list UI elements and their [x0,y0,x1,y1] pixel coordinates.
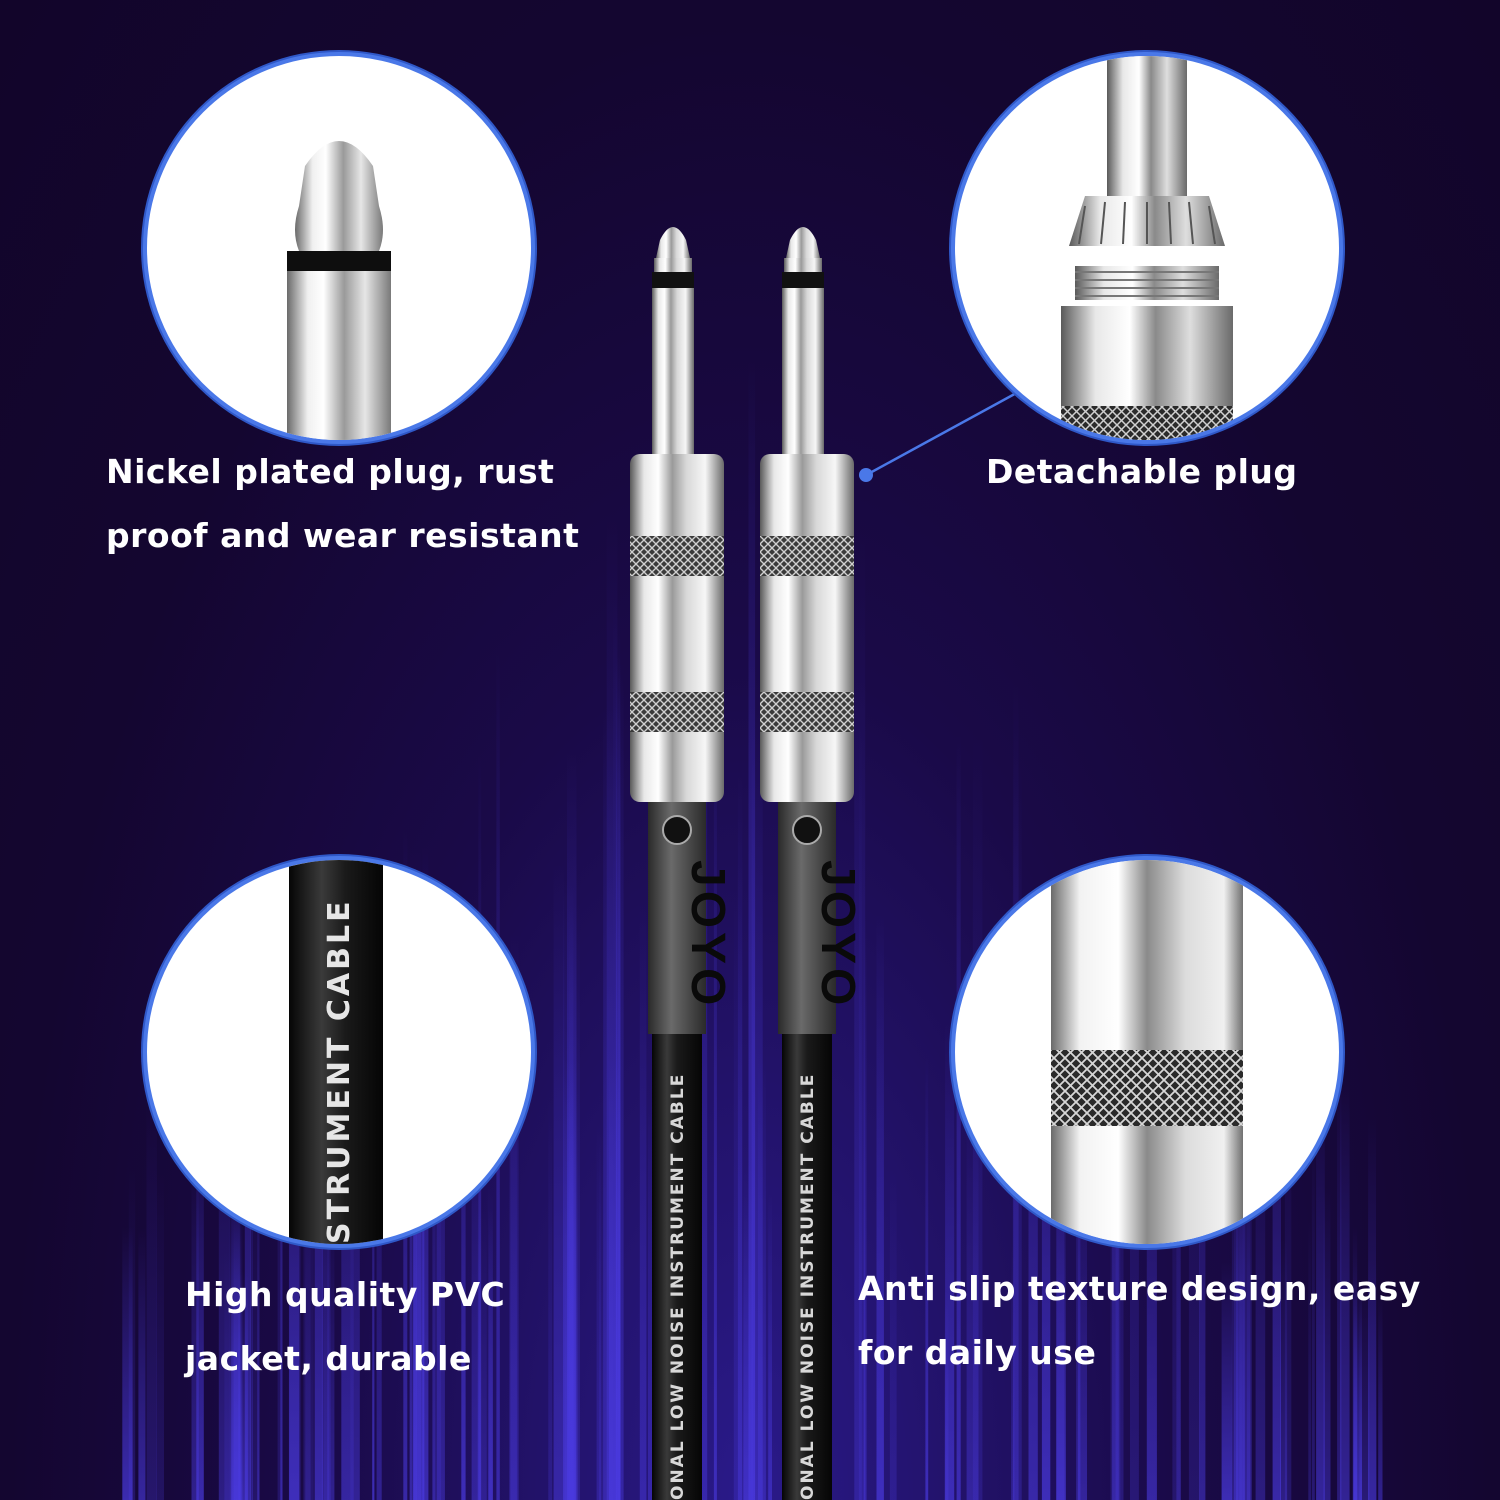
light-ray [156,1171,164,1500]
light-ray [768,1191,772,1500]
light-ray [713,702,717,1500]
light-ray [231,1157,240,1500]
light-ray [1280,1239,1288,1500]
light-ray [618,659,624,1500]
light-ray [1284,1067,1292,1500]
light-ray [321,1095,331,1500]
light-ray [569,902,580,1500]
light-ray [461,999,466,1500]
jacket-text-left: ONAL LOW NOISE INSTRUMENT CABLE [668,1073,688,1500]
light-ray [372,1035,375,1500]
brand-logo-icon [662,815,692,845]
jacket-text-right: ONAL LOW NOISE INSTRUMENT CABLE [798,1073,818,1500]
closeup-pvc-jacket: STRUMENT CABLE [143,856,535,1248]
light-ray [244,956,251,1500]
light-ray [196,1108,204,1500]
light-ray [1340,1076,1350,1500]
brand-right: JOYO [811,860,864,1009]
light-ray [1359,1280,1370,1500]
light-ray [1311,1140,1315,1500]
light-ray [1028,929,1038,1500]
light-ray [553,862,565,1500]
light-ray [889,1167,897,1500]
light-ray [341,1012,351,1500]
light-ray [1231,1139,1238,1500]
light-ray [1255,1099,1266,1500]
light-ray [250,1052,253,1500]
light-ray [432,1060,436,1500]
light-ray [1239,1182,1244,1500]
light-ray [238,1271,248,1500]
light-ray [1199,1011,1206,1500]
light-ray [1242,1098,1252,1500]
light-ray [510,932,519,1500]
light-ray [609,1059,621,1500]
light-ray [1337,1065,1342,1500]
light-ray [1041,982,1051,1500]
brand-logo-icon [792,815,822,845]
light-ray [925,1056,929,1500]
light-ray [945,1023,955,1500]
light-ray [1368,1258,1377,1500]
light-ray [1272,1019,1281,1500]
light-ray [743,1160,753,1500]
light-ray [1221,1262,1232,1500]
light-ray [854,536,866,1500]
light-ray [487,1186,493,1500]
light-ray [1316,1096,1325,1500]
closeup-detachable-plug [951,52,1343,444]
closeup-plug-tip [143,52,535,444]
light-ray [548,1096,553,1500]
light-ray [1078,1142,1087,1500]
light-ray [1353,1280,1362,1500]
light-ray [1323,1186,1331,1500]
light-ray [1011,1244,1015,1500]
light-ray [599,1132,604,1500]
closeup-anti-slip-texture [951,856,1343,1248]
light-ray [376,1034,382,1500]
light-ray [146,1098,157,1500]
light-ray [1378,1295,1383,1500]
light-ray [257,1111,260,1500]
caption-detachable-plug: Detachable plug [986,452,1298,491]
light-ray [477,1209,487,1500]
brand-left: JOYO [681,860,734,1009]
plug-left [630,227,724,1500]
closeup-jacket-text: STRUMENT CABLE [322,898,357,1244]
light-ray [1308,1220,1312,1500]
caption-anti-slip-texture: Anti slip texture design, easy for daily… [858,1269,1421,1372]
light-ray [639,899,647,1500]
light-ray [956,733,961,1500]
light-ray [596,1124,602,1500]
light-ray [289,1099,300,1500]
light-ray [751,711,763,1500]
light-ray [471,1073,481,1500]
light-ray [966,1102,979,1500]
light-ray [603,706,614,1500]
light-ray [252,1168,258,1500]
light-ray [218,1031,231,1500]
plug-right [760,227,854,1500]
light-ray [1146,1056,1157,1500]
light-ray [191,1167,199,1500]
light-ray [303,1005,314,1500]
light-ray [138,1227,146,1500]
light-ray [122,1227,133,1500]
light-ray [876,913,884,1500]
light-ray [733,890,742,1500]
light-ray [329,1218,335,1500]
caption-nickel-plated-plug: Nickel plated plug, rust proof and wear … [106,452,580,555]
caption-pvc-jacket: High quality PVC jacket, durable [185,1275,506,1378]
